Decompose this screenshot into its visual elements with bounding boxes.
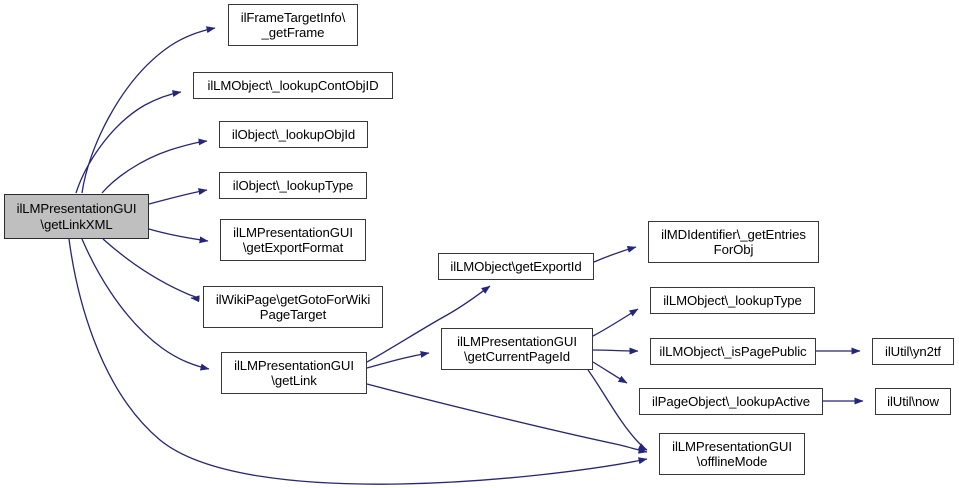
graph-edge — [592, 361, 628, 384]
graph-edge — [81, 26, 216, 194]
graph-node-lookupTypeB[interactable]: ilLMObject\_lookupType — [650, 287, 815, 314]
graph-node-getLinkXML[interactable]: ilLMPresentationGUI \getLinkXML — [4, 194, 149, 239]
graph-edge — [75, 90, 182, 194]
graph-node-isPagePublic[interactable]: ilLMObject\_isPagePublic — [650, 338, 816, 365]
graph-node-label: ilLMPresentationGUI \getLink — [234, 357, 354, 389]
graph-edge — [366, 285, 491, 363]
graph-node-label: ilObject\_lookupType — [232, 177, 354, 193]
graph-node-label: ilUtil\now — [887, 393, 939, 409]
graph-node-getGotoForWiki[interactable]: ilWikiPage\getGotoForWiki PageTarget — [203, 286, 383, 328]
graph-node-lookupActive[interactable]: ilPageObject\_lookupActive — [639, 388, 823, 415]
graph-node-getEntriesForObj[interactable]: ilMDIdentifier\_getEntries ForObj — [648, 221, 819, 263]
graph-edge — [593, 245, 637, 263]
graph-edge — [101, 138, 208, 194]
graph-node-label: ilObject\_lookupObjId — [231, 126, 356, 142]
graph-edge — [366, 350, 430, 369]
graph-node-lookupContObjID[interactable]: ilLMObject\_lookupContObjID — [193, 72, 393, 99]
graph-node-getFrame[interactable]: ilFrameTargetInfo\ _getFrame — [228, 4, 358, 46]
graph-edges — [68, 26, 864, 485]
graph-edge — [366, 383, 648, 454]
graph-node-label: ilWikiPage\getGotoForWiki PageTarget — [215, 291, 371, 323]
graph-node-label: ilMDIdentifier\_getEntries ForObj — [661, 226, 806, 258]
graph-node-label: ilLMPresentationGUI \getLinkXML — [16, 201, 137, 232]
graph-node-label: ilUtil\yn2tf — [885, 343, 941, 359]
graph-node-now[interactable]: ilUtil\now — [875, 388, 951, 415]
graph-edge — [587, 369, 648, 451]
graph-node-getExportId[interactable]: ilLMObject\getExportId — [438, 253, 594, 280]
graph-node-label: ilLMObject\_lookupType — [663, 292, 802, 308]
graph-edge — [148, 228, 209, 244]
graph-node-label: ilLMPresentationGUI \getCurrentPageId — [457, 333, 577, 365]
graph-edge — [81, 238, 210, 371]
graph-node-label: ilLMObject\_lookupContObjID — [207, 77, 379, 93]
graph-node-label: ilLMPresentationGUI \offlineMode — [672, 438, 792, 470]
graph-node-label: ilLMPresentationGUI \getExportFormat — [233, 224, 353, 256]
graph-edge — [148, 188, 208, 205]
graph-edge — [68, 238, 648, 485]
graph-node-label: ilLMObject\getExportId — [450, 258, 582, 274]
graph-edge — [592, 347, 639, 355]
graph-node-getCurrentPageId[interactable]: ilLMPresentationGUI \getCurrentPageId — [441, 328, 593, 370]
graph-node-label: ilFrameTargetInfo\ _getFrame — [240, 9, 346, 41]
graph-node-label: ilLMObject\_isPagePublic — [659, 343, 807, 359]
graph-node-lookupObjId[interactable]: ilObject\_lookupObjId — [219, 121, 368, 148]
graph-node-label: ilPageObject\_lookupActive — [652, 393, 810, 409]
graph-node-getLink[interactable]: ilLMPresentationGUI \getLink — [221, 352, 367, 394]
graph-node-lookupTypeA[interactable]: ilObject\_lookupType — [219, 172, 367, 199]
graph-node-offlineMode[interactable]: ilLMPresentationGUI \offlineMode — [659, 433, 805, 475]
graph-node-yn2tf[interactable]: ilUtil\yn2tf — [872, 338, 954, 365]
graph-edge — [592, 308, 639, 337]
graph-edge — [102, 238, 200, 303]
graph-node-getExportFormat[interactable]: ilLMPresentationGUI \getExportFormat — [220, 219, 366, 261]
